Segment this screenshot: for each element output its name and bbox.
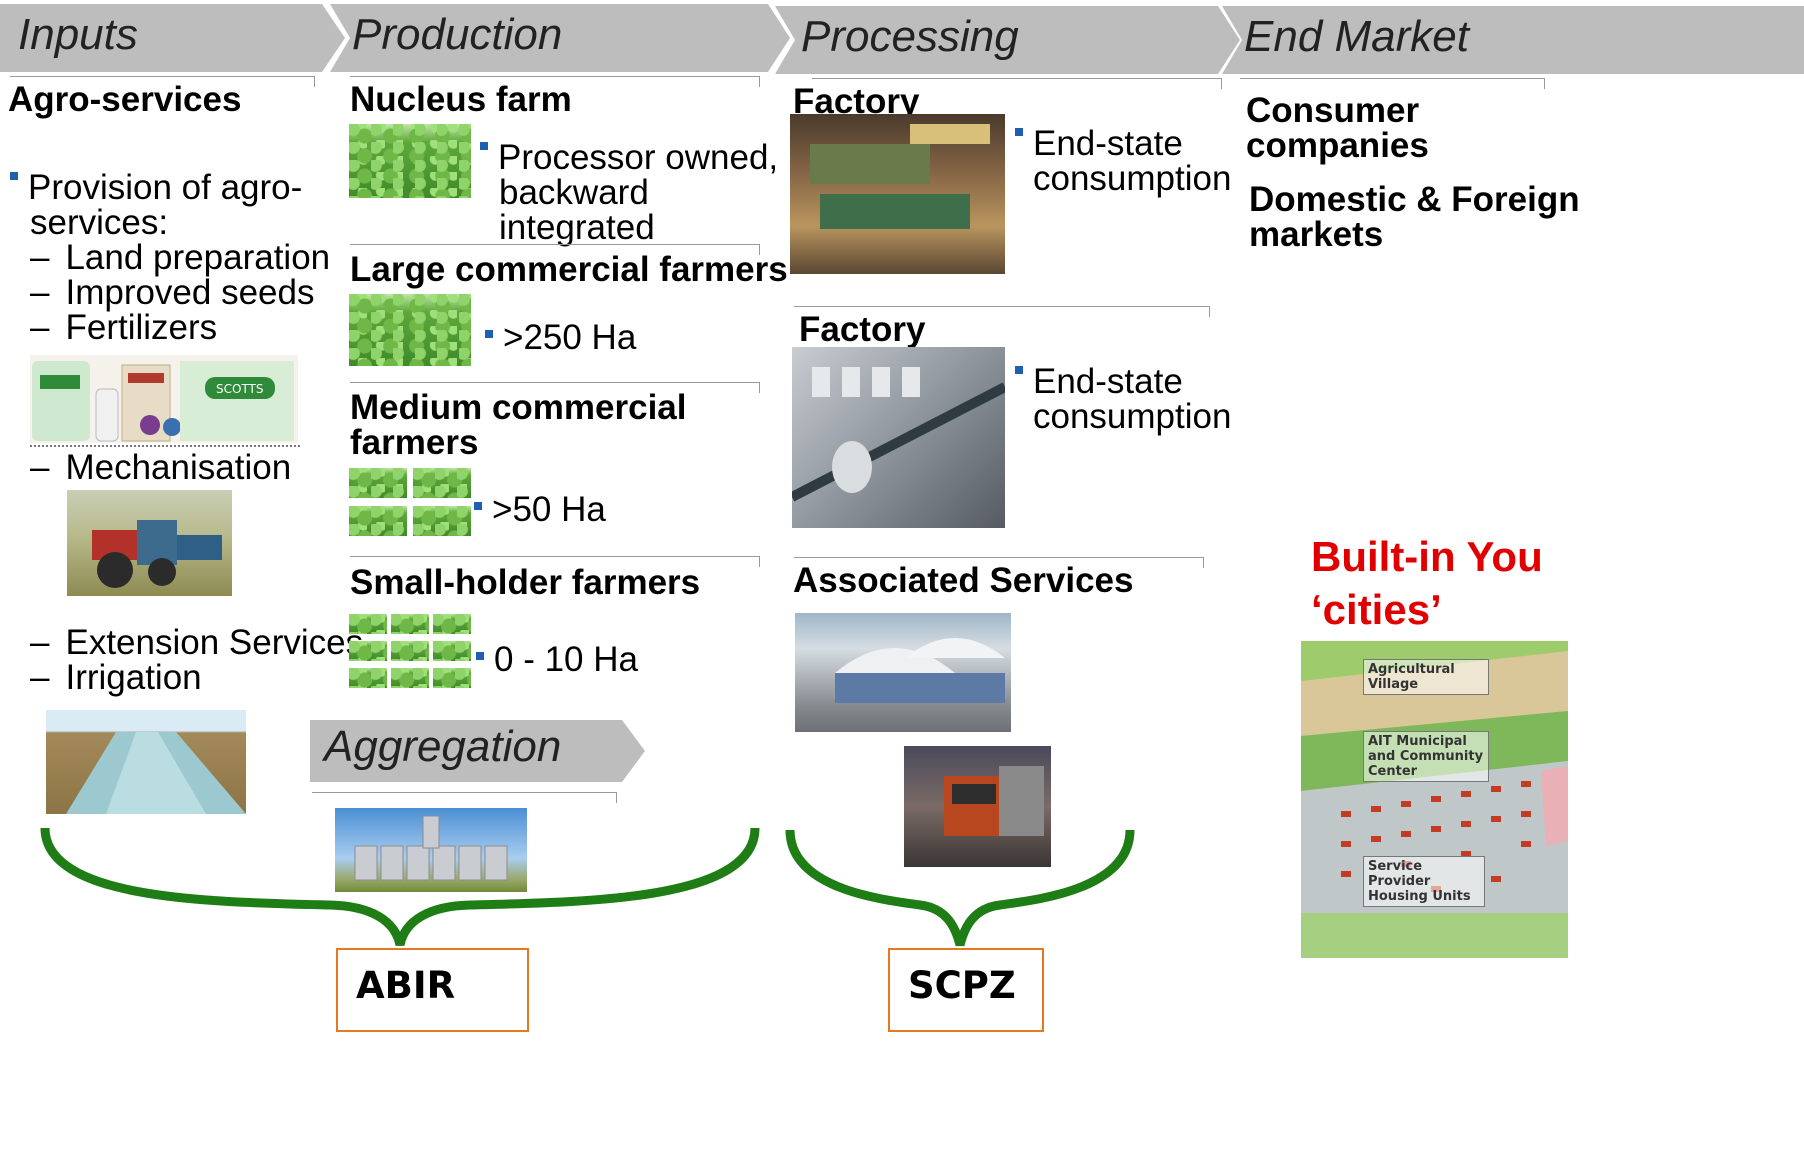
abir-brace — [40, 827, 760, 947]
farm-field-image — [433, 641, 471, 661]
factory-bullet: End-state — [1015, 124, 1183, 164]
scpz-label: SCPZ — [908, 964, 1016, 1007]
farm-field-image — [349, 468, 407, 498]
farm-field-image — [349, 668, 387, 688]
divider — [1240, 78, 1545, 89]
farm-field-image — [349, 614, 387, 634]
divider — [30, 445, 300, 447]
stage-aggregation-label: Aggregation — [324, 722, 562, 771]
stage-production-label: Production — [352, 10, 563, 59]
divider — [350, 382, 760, 393]
factory-bullet-cont: consumption — [1033, 159, 1232, 198]
list-item: –Irrigation — [30, 658, 202, 697]
irrigation-canal-image — [46, 710, 246, 814]
divider — [794, 557, 1204, 568]
small-holder-size: 0 - 10 Ha — [476, 640, 638, 680]
farm-field-image — [433, 668, 471, 688]
farm-field-image — [349, 641, 387, 661]
large-farmers-size: >250 Ha — [485, 318, 636, 358]
stage-aggregation: Aggregation — [310, 720, 645, 788]
farm-field-image — [391, 614, 429, 634]
consumer-companies: Consumer — [1246, 91, 1420, 130]
farm-field-image — [413, 468, 471, 498]
tractor-image — [67, 490, 232, 596]
list-item: –Land preparation — [30, 238, 331, 277]
built-in-title-cont: ‘cities’ — [1311, 586, 1442, 633]
stage-end-market: End Market — [1222, 6, 1804, 74]
bottling-line-image — [792, 347, 1005, 528]
divider — [350, 76, 760, 87]
nucleus-farm-bullet-cont: integrated — [499, 208, 655, 247]
farm-field-image — [391, 641, 429, 661]
list-item: –Mechanisation — [30, 448, 292, 487]
truck-image — [904, 746, 1051, 867]
abir-label: ABIR — [356, 964, 456, 1007]
scpz-brace — [785, 829, 1135, 947]
list-item: –Improved seeds — [30, 273, 315, 312]
factory-heading-2: Factory — [799, 310, 926, 349]
divider — [350, 244, 760, 255]
consumer-companies-cont: companies — [1246, 126, 1429, 165]
divider — [794, 306, 1210, 317]
stage-processing: Processing — [775, 6, 1240, 74]
domestic-foreign-markets: Domestic & Foreign — [1249, 180, 1580, 219]
nucleus-farm-bullet: Processor owned, — [480, 138, 778, 178]
divider — [10, 76, 315, 87]
domestic-foreign-markets-cont: markets — [1249, 215, 1384, 254]
factory-interior-image — [790, 114, 1005, 274]
scpz-box: SCPZ — [888, 948, 1044, 1032]
agro-services-heading: Agro-services — [8, 80, 242, 119]
farm-field-image — [349, 294, 471, 366]
stage-end-market-label: End Market — [1244, 12, 1469, 61]
agro-services-bullet-cont: services: — [30, 203, 169, 242]
grain-silos-image — [335, 808, 527, 892]
agro-services-bullet: Provision of agro- — [10, 168, 302, 208]
large-farmers-heading: Large commercial farmers — [350, 250, 788, 289]
factory-bullet-2-cont: consumption — [1033, 397, 1232, 436]
svg-text:SCOTTS: SCOTTS — [216, 382, 264, 396]
abir-box: ABIR — [336, 948, 529, 1032]
nucleus-farm-bullet-cont: backward — [499, 173, 649, 212]
medium-farmers-heading-cont: farmers — [350, 423, 479, 462]
nucleus-farm-heading: Nucleus farm — [350, 80, 572, 119]
stage-production: Production — [330, 4, 790, 72]
farm-field-image — [391, 668, 429, 688]
warehouse-image — [795, 613, 1011, 732]
medium-farmers-size: >50 Ha — [474, 490, 606, 530]
divider — [812, 78, 1222, 89]
farm-field-image — [433, 614, 471, 634]
small-holder-heading: Small-holder farmers — [350, 563, 701, 602]
associated-services-heading: Associated Services — [793, 561, 1134, 600]
list-item: –Fertilizers — [30, 308, 218, 347]
built-in-title: Built-in You — [1311, 533, 1543, 580]
list-item: –Extension Services — [30, 623, 364, 662]
farm-field-image — [349, 506, 407, 536]
medium-farmers-heading: Medium commercial — [350, 388, 687, 427]
farm-field-image — [413, 506, 471, 536]
stage-inputs-label: Inputs — [18, 10, 138, 59]
divider — [350, 556, 760, 567]
divider — [312, 792, 617, 803]
farm-field-image — [349, 124, 471, 198]
factory-bullet-2: End-state — [1015, 362, 1183, 402]
fertilizer-products-image: SCOTTS — [30, 355, 298, 443]
stage-inputs: Inputs — [0, 4, 345, 72]
stage-processing-label: Processing — [801, 12, 1019, 61]
